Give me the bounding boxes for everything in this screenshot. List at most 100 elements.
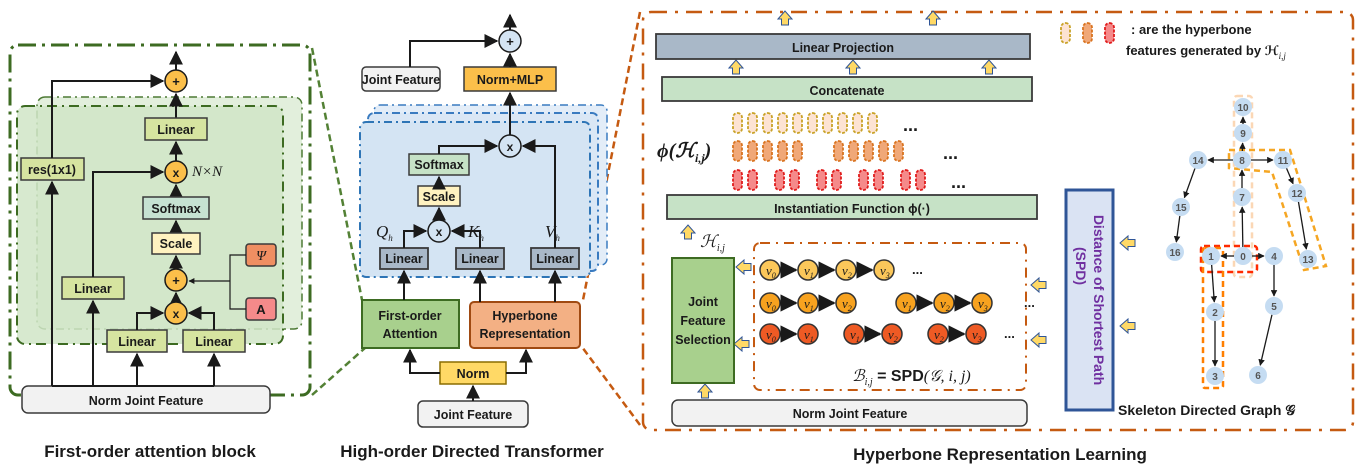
head-linear-k-label: Linear (461, 252, 499, 266)
hyperbone-feature-pill (777, 112, 788, 134)
skeleton-edge (1173, 215, 1181, 243)
hyperbone-feature-pill (747, 112, 758, 134)
skeleton-node (1172, 198, 1190, 216)
up-arrow-icon (696, 383, 714, 399)
skeleton-node-label: 15 (1175, 203, 1187, 214)
multiply-op-qk-head-label: x (436, 225, 443, 239)
instantiation-function-box (666, 194, 1038, 220)
hyperbone-feature-pill (915, 169, 926, 191)
jfs-label-2: Feature (680, 314, 725, 328)
legend-pill (1104, 22, 1115, 44)
caption-first-order-attention-block: First-order attention block (44, 442, 256, 461)
skeleton-node (1265, 297, 1283, 315)
skeleton-node (1233, 188, 1251, 206)
skeleton-node-label: 4 (1271, 252, 1277, 263)
multiply-op-attn-v-label: x (507, 140, 514, 154)
jfs-label-1: Joint (688, 295, 719, 309)
skeleton-node-label: 9 (1240, 129, 1246, 140)
left-arrow-icon (733, 335, 750, 353)
path-node-label: v2 (842, 296, 852, 313)
joint-feature-top-label: Joint Feature (362, 73, 441, 87)
first-order-attention-label-2: Attention (383, 327, 438, 341)
nxn-label: N×N (191, 164, 223, 180)
hyperbone-feature-pill (747, 140, 758, 162)
hyperbone-feature-pill (732, 112, 743, 134)
spd-box (1064, 188, 1115, 412)
hyperbone-representation-learning: Linear Projection Concatenate ϕ(ℋi,j) ..… (641, 10, 1355, 464)
path-node-label: v1 (902, 296, 912, 313)
hyperbone-feature-pill (867, 112, 878, 134)
hyperbone-highlight-leg (1201, 246, 1225, 390)
skeleton-node (1249, 366, 1267, 384)
skeleton-node (1265, 247, 1283, 265)
hyperbone-norm-joint-feature-label: Norm Joint Feature (793, 407, 908, 421)
spd-box-label-2: (SPD) (1073, 247, 1089, 285)
ellipsis: ... (912, 262, 923, 277)
softmax-box (142, 196, 210, 220)
skeleton-node (1206, 303, 1224, 321)
skeleton-node (1234, 124, 1252, 142)
first-order-attention-block: + Linear x N×N Softmax Scale + Ψ A x (8, 43, 312, 461)
norm-label: Norm (457, 367, 490, 381)
skeleton-edge (1210, 264, 1218, 303)
hyperbone-representation-label-1: Hyperbone (492, 309, 557, 323)
skeleton-node-label: 11 (1278, 156, 1289, 167)
hyperbone-feature-pill (900, 169, 911, 191)
hyperbone-feature-pill (833, 140, 844, 162)
left-arrow-icon (1119, 317, 1136, 335)
high-order-directed-transformer: + Joint Feature Norm+MLP x Softmax Scale… (340, 13, 608, 461)
skeleton-node (1166, 243, 1184, 261)
scale-box (151, 232, 201, 255)
zoom-line-green-top (310, 47, 364, 301)
linear-top-box (144, 117, 208, 141)
path-node-label: v3 (880, 263, 890, 280)
path-node (835, 292, 857, 314)
legend-feature-pills (1060, 22, 1115, 44)
skeleton-node-label: 5 (1271, 302, 1277, 313)
skeleton-node (1274, 151, 1292, 169)
skeleton-edge (1285, 168, 1294, 185)
path-node-label: v2 (934, 327, 944, 344)
linear-projection-label: Linear Projection (792, 41, 894, 55)
multiply-op-qk (164, 301, 188, 325)
linear-projection-box (655, 33, 1031, 60)
hyperbone-feature-pill (777, 140, 788, 162)
head-linear-q-label: Linear (385, 252, 423, 266)
skeleton-node-label: 12 (1291, 189, 1303, 200)
hyperbone-feature-pill (852, 112, 863, 134)
hyperbone-feature-pill (893, 140, 904, 162)
up-arrow-icon (980, 59, 998, 75)
linear-top-label: Linear (157, 123, 195, 137)
spd-box-label-1: Distance of Shortest Path (1091, 215, 1107, 385)
softmax-label: Softmax (151, 202, 200, 216)
hyperbone-highlight-arm (1227, 148, 1328, 272)
multiply-op-qk-label: x (173, 307, 180, 321)
up-arrow-icon (776, 10, 794, 26)
hyperbone-highlight-spine (1232, 94, 1254, 279)
scale-label: Scale (160, 237, 193, 251)
up-arrow-icon (844, 59, 862, 75)
add-op-bias-label: + (172, 273, 180, 288)
skeleton-node-label: 6 (1255, 371, 1261, 382)
hyperbone-feature-pill (848, 140, 859, 162)
skeleton-node (1202, 247, 1220, 265)
h-ij-label: ℋi,j (700, 232, 725, 254)
hyperbone-feature-pill (816, 169, 827, 191)
hyperbone-feature-pill (792, 112, 803, 134)
phi-h-label: ϕ(ℋi,j) (657, 140, 711, 165)
first-order-attention-box (361, 299, 460, 349)
skeleton-node-label: 7 (1239, 193, 1245, 204)
legend-text-1: : are the hyperbone (1131, 22, 1252, 37)
hyperbone-highlight-hip (1199, 244, 1259, 274)
instantiation-function-label: Instantiation Function ϕ(·) (774, 202, 930, 216)
block-arrows (679, 10, 1136, 399)
norm-mlp-label: Norm+MLP (477, 73, 543, 87)
legend-pill (1082, 22, 1093, 44)
path-node-label: v2 (842, 263, 852, 280)
hyperbone-feature-pill (762, 140, 773, 162)
hyperbone-feature-pill (792, 140, 803, 162)
up-arrow-icon (727, 59, 745, 75)
path-node-label: v1 (804, 327, 814, 344)
skeleton-node-label: 8 (1239, 156, 1245, 167)
